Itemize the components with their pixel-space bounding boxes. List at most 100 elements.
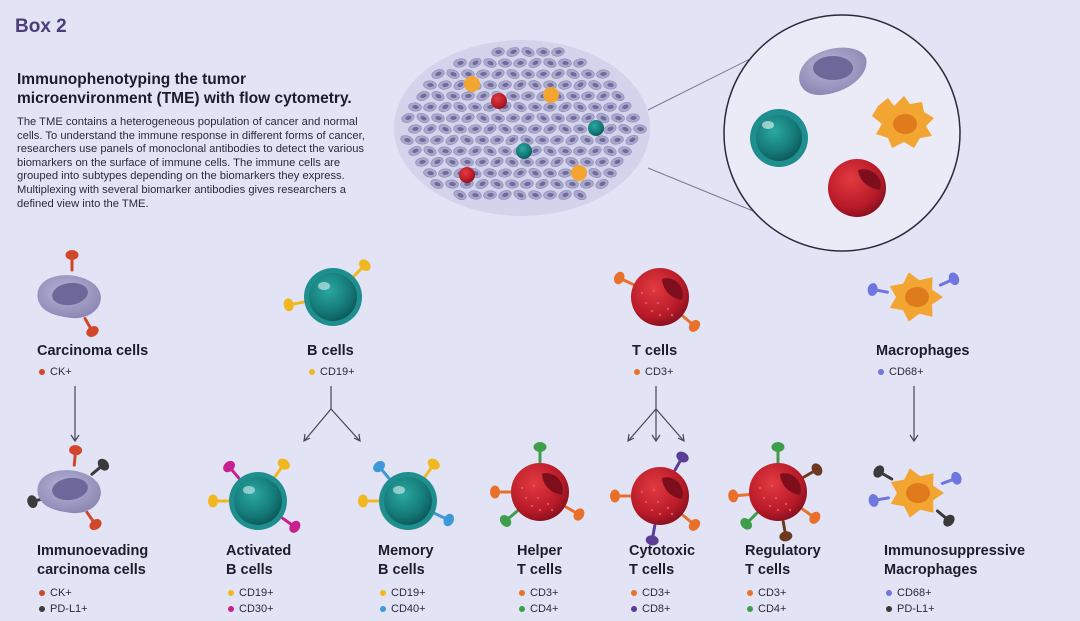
cluster-cell (558, 146, 572, 156)
cluster-cell (490, 135, 504, 145)
marker-item: CD8+ (631, 601, 670, 617)
marker-item: CD3+ (634, 364, 673, 380)
cytotoxic-t-cell-icon (610, 451, 701, 546)
cluster-cell (551, 69, 565, 79)
cluster-cell (618, 124, 632, 134)
marker-text: CK+ (50, 587, 72, 599)
lineage-arrows (70, 386, 919, 443)
cluster-cell (543, 146, 557, 156)
marker-item: CK+ (39, 585, 88, 601)
cluster-cell (446, 113, 460, 123)
cluster-cell (460, 157, 474, 167)
marker-text: CD40+ (391, 603, 426, 615)
cluster-cell (551, 113, 565, 123)
marker-text: CD3+ (758, 587, 787, 599)
cluster-cell (400, 135, 414, 145)
marker-dot-icon (380, 590, 386, 596)
cell-label-line1: B cells (307, 343, 354, 359)
cluster-cell (558, 190, 572, 200)
cluster-cell (408, 124, 422, 134)
cluster-cell (618, 102, 632, 112)
cluster-cell (558, 102, 572, 112)
cluster-cell (551, 47, 565, 57)
cluster-cell (475, 179, 489, 189)
cluster-cell (536, 113, 550, 123)
immunoevading-carcinoma-cell-icon (27, 445, 110, 531)
cluster-cell (438, 124, 452, 134)
marker-dot-icon (634, 369, 640, 375)
marker-text: CD19+ (239, 587, 274, 599)
cluster-cell (513, 58, 527, 68)
cell-label: Regulatory T cells (745, 542, 821, 580)
cluster-cell (573, 80, 587, 90)
cluster-cell (483, 80, 497, 90)
cell-label: T cells (632, 342, 677, 361)
cluster-cell (565, 179, 579, 189)
cluster-cell (498, 168, 512, 178)
cluster-cell (588, 146, 602, 156)
cluster-cell (461, 113, 475, 123)
cluster-b-cell (516, 143, 532, 159)
cluster-cell (528, 80, 542, 90)
cluster-cell (603, 80, 617, 90)
cluster-cell (460, 135, 474, 145)
marker-text: CD3+ (645, 366, 674, 378)
cell-label-line2: T cells (517, 562, 563, 578)
cluster-cell (528, 124, 542, 134)
cluster-cell (468, 190, 482, 200)
cluster-cell (558, 58, 572, 68)
cluster-cell (498, 80, 512, 90)
marker-text: CD8+ (642, 603, 671, 615)
marker-dot-icon (228, 590, 234, 596)
cluster-cell (423, 146, 437, 156)
marker-text: CK+ (50, 366, 72, 378)
cell-label-line1: Immunosuppressive (884, 543, 1026, 559)
cell-label-line1: Regulatory (745, 543, 821, 559)
cluster-cell (446, 91, 460, 101)
cluster-cell (535, 157, 549, 167)
cluster-cell (453, 146, 467, 156)
cluster-cell (596, 69, 610, 79)
cell-label-line1: Activated (226, 543, 292, 559)
cell-label-line1: Memory (378, 543, 434, 559)
cluster-cell (566, 91, 580, 101)
marker-list: CD19+ (309, 364, 355, 380)
cluster-cell (498, 190, 512, 200)
cluster-cell (521, 91, 535, 101)
marker-dot-icon (631, 590, 637, 596)
cluster-cell (581, 69, 595, 79)
cluster-cell (506, 113, 520, 123)
cluster-cell (566, 113, 580, 123)
zoom-carcinoma-cell (799, 47, 867, 96)
cluster-cell (498, 58, 512, 68)
cell-label: Macrophages (876, 342, 969, 361)
marker-item: CD4+ (519, 601, 558, 617)
cell-label-line1: Carcinoma cells (37, 343, 149, 359)
cluster-cell (535, 135, 549, 145)
cluster-cell (521, 113, 535, 123)
arrow-carcinoma (70, 386, 80, 443)
cluster-cell (483, 58, 497, 68)
marker-list: CD68+PD-L1+ (886, 585, 935, 617)
cell-label-line2: Macrophages (884, 562, 978, 578)
cell-label-line1: T cells (632, 343, 678, 359)
cell-label-line2: T cells (745, 562, 791, 578)
cluster-cell (513, 168, 527, 178)
marker-dot-icon (886, 590, 892, 596)
b-cell-icon (283, 259, 371, 326)
cluster-cell (543, 168, 557, 178)
cluster-cell (596, 91, 610, 101)
cluster-cell (536, 69, 550, 79)
tumor-cluster (394, 40, 650, 216)
marker-item: CK+ (39, 364, 72, 380)
macrophage-icon (867, 272, 960, 322)
cluster-cell (611, 113, 625, 123)
cell-label-line2: carcinoma cells (37, 562, 146, 578)
cluster-cell (580, 135, 594, 145)
cluster-cell (543, 124, 557, 134)
cluster-cell (453, 190, 467, 200)
marker-list: CK+PD-L1+ (39, 585, 88, 617)
